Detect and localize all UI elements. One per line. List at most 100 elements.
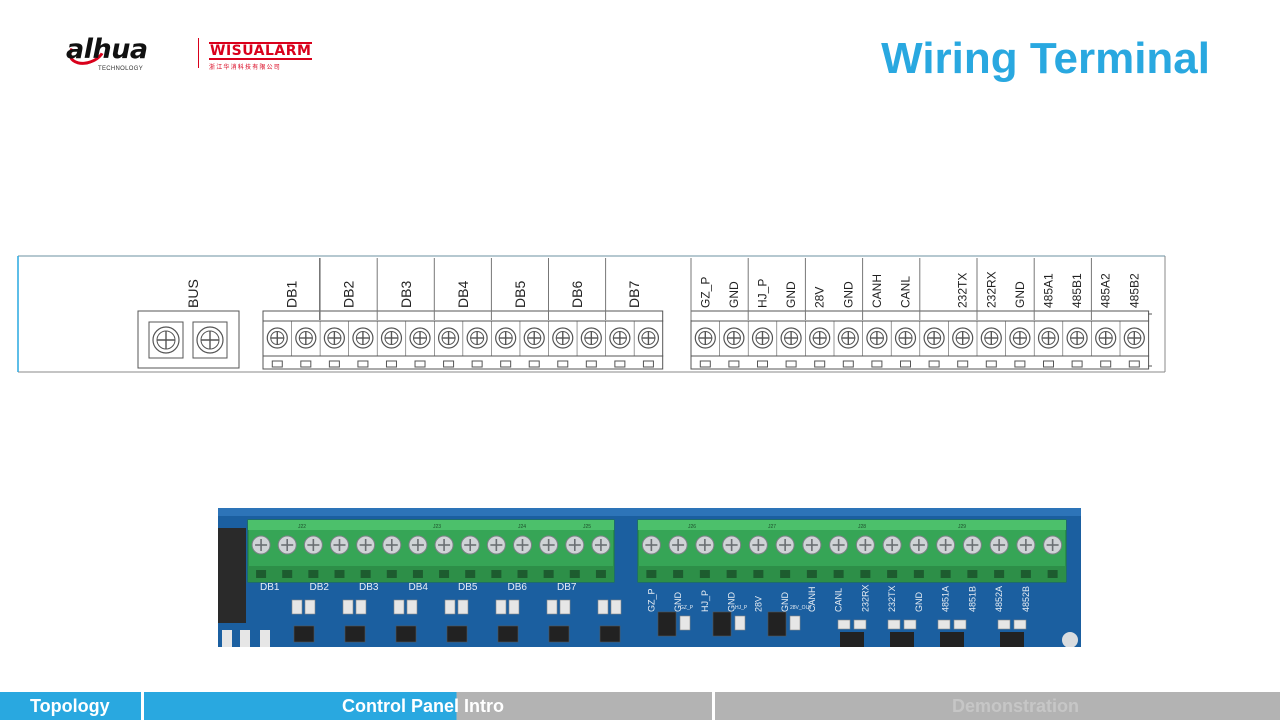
pcb-ic bbox=[940, 632, 964, 647]
pcb-relay bbox=[712, 611, 732, 637]
pcb-small-label: GZ_P bbox=[680, 605, 694, 611]
terminal-wire-entry bbox=[814, 360, 826, 368]
signal-label: 485B2 bbox=[1127, 273, 1141, 308]
pcb-wire-entry bbox=[569, 570, 580, 578]
pcb-wire-entry bbox=[595, 570, 606, 578]
terminal-screw-icon bbox=[980, 327, 1002, 349]
nav-tab-topology-label: Topology bbox=[30, 695, 110, 716]
terminal-screw-inner bbox=[1127, 331, 1142, 345]
pcb-fuse bbox=[734, 615, 746, 631]
terminal-wire-entry bbox=[928, 360, 940, 368]
terminal-screw-inner bbox=[555, 331, 570, 345]
pcb-fuse bbox=[304, 599, 316, 615]
pcb-diode bbox=[446, 625, 468, 643]
pcb-signal-label: GND bbox=[780, 592, 790, 613]
nav-tab-demonstration[interactable]: Demonstration bbox=[715, 692, 1280, 720]
pcb-fuse bbox=[406, 599, 418, 615]
db-label: DB3 bbox=[398, 281, 414, 308]
nav-tab-topology[interactable]: Topology bbox=[0, 692, 141, 720]
pcb-diode bbox=[344, 625, 366, 643]
db-label: DB5 bbox=[512, 281, 528, 308]
terminal-screw-inner bbox=[1098, 331, 1113, 345]
db-label: DB1 bbox=[284, 281, 300, 308]
pcb-edge-highlight bbox=[218, 508, 1081, 516]
page-title: Wiring Terminal bbox=[881, 34, 1210, 83]
pcb-wire-entry bbox=[412, 570, 423, 578]
terminal-screw-icon bbox=[580, 327, 602, 349]
wisualarm-wordmark: WISUALARM bbox=[209, 42, 313, 60]
pcb-diode bbox=[548, 625, 570, 643]
terminal-screw-inner bbox=[270, 331, 285, 345]
pcb-wire-entry bbox=[465, 570, 476, 578]
pcb-db-label: DB4 bbox=[409, 582, 429, 593]
terminal-screw-icon bbox=[637, 327, 660, 349]
terminal-screw-icon bbox=[866, 327, 888, 349]
terminal-screw-icon bbox=[266, 327, 288, 349]
pcb-wire-entry bbox=[491, 570, 502, 578]
pcb-wire-entry bbox=[699, 570, 710, 578]
pcb-resistor bbox=[997, 619, 1011, 630]
terminal-screw-icon bbox=[437, 327, 460, 349]
pcb-fuse bbox=[559, 599, 571, 615]
terminal-screw-icon bbox=[552, 327, 574, 349]
pcb-diode bbox=[293, 625, 315, 643]
pcb-db-label: DB3 bbox=[359, 582, 379, 593]
pcb-fuse bbox=[679, 615, 691, 631]
signal-label: GZ_P bbox=[698, 277, 712, 308]
pcb-signal-label: 4851A bbox=[941, 586, 951, 612]
terminal-screw-icon bbox=[495, 327, 517, 349]
pcb-wire-entry bbox=[887, 570, 898, 578]
terminal-screw-icon bbox=[1009, 327, 1031, 349]
terminal-screw-inner bbox=[498, 331, 513, 345]
terminal-wire-entry bbox=[842, 360, 854, 368]
terminal-screw-icon bbox=[295, 327, 317, 349]
wisualarm-subtitle: 浙江华消科技有限公司 bbox=[209, 65, 282, 71]
bus-terminal-housing bbox=[137, 310, 240, 369]
pcb-db-terminal bbox=[247, 519, 615, 583]
terminal-screw-inner bbox=[327, 331, 342, 345]
pcb-signal-label: HJ_P bbox=[700, 590, 710, 612]
bus-terminal bbox=[137, 310, 240, 369]
terminal-screw-icon bbox=[523, 327, 545, 349]
terminal-wire-entry bbox=[300, 360, 312, 368]
pcb-signal-terminal-front bbox=[638, 566, 1066, 582]
signal-label: GND bbox=[784, 281, 798, 308]
db-terminal-strip-top-rail bbox=[262, 310, 664, 322]
pcb-wire-entry bbox=[994, 570, 1005, 578]
terminal-screw-icon bbox=[894, 327, 917, 349]
terminal-screw-inner bbox=[298, 331, 313, 345]
pcb-header-label: J23 bbox=[433, 524, 441, 530]
terminal-screw-inner bbox=[812, 331, 827, 345]
pcb-fuse bbox=[597, 599, 609, 615]
signal-label: CANL bbox=[899, 276, 913, 308]
nav-tab-control-panel-intro[interactable]: Control Panel Intro bbox=[144, 692, 712, 720]
pcb-wire-entry bbox=[806, 570, 817, 578]
signal-terminal-strip-top-rail bbox=[690, 310, 1150, 322]
db-label: DB2 bbox=[341, 281, 357, 308]
terminal-screw-inner bbox=[698, 331, 713, 345]
pcb-resistor bbox=[887, 619, 901, 630]
terminal-screw-inner bbox=[641, 331, 656, 345]
pcb-signal-label: GND bbox=[727, 592, 737, 613]
db-label: DB7 bbox=[626, 281, 642, 308]
signal-terminal-strip-body bbox=[690, 320, 1150, 357]
terminal-screw-inner bbox=[1041, 331, 1056, 345]
pcb-resistor bbox=[903, 619, 917, 630]
terminal-screw-inner bbox=[869, 331, 884, 345]
terminal-screw-icon bbox=[1066, 327, 1088, 349]
signal-label: 485A2 bbox=[1099, 273, 1113, 308]
pcb-ic bbox=[890, 632, 914, 647]
terminal-wire-entry bbox=[528, 360, 540, 368]
terminal-screw-icon bbox=[1123, 327, 1145, 349]
pcb-wire-entry bbox=[780, 570, 791, 578]
pcb-signal-label: 232TX bbox=[887, 585, 897, 612]
pcb-resistor bbox=[1013, 619, 1027, 630]
terminal-wire-entry bbox=[1043, 360, 1054, 368]
nav-separator bbox=[712, 692, 715, 720]
bus-screw-inner bbox=[200, 330, 220, 350]
pcb-header-label: J29 bbox=[958, 524, 966, 530]
dahua-subtitle: TECHNOLOGY bbox=[98, 66, 144, 72]
terminal-screw-icon bbox=[780, 327, 802, 349]
pcb-small-label: HJ_P bbox=[735, 605, 748, 611]
